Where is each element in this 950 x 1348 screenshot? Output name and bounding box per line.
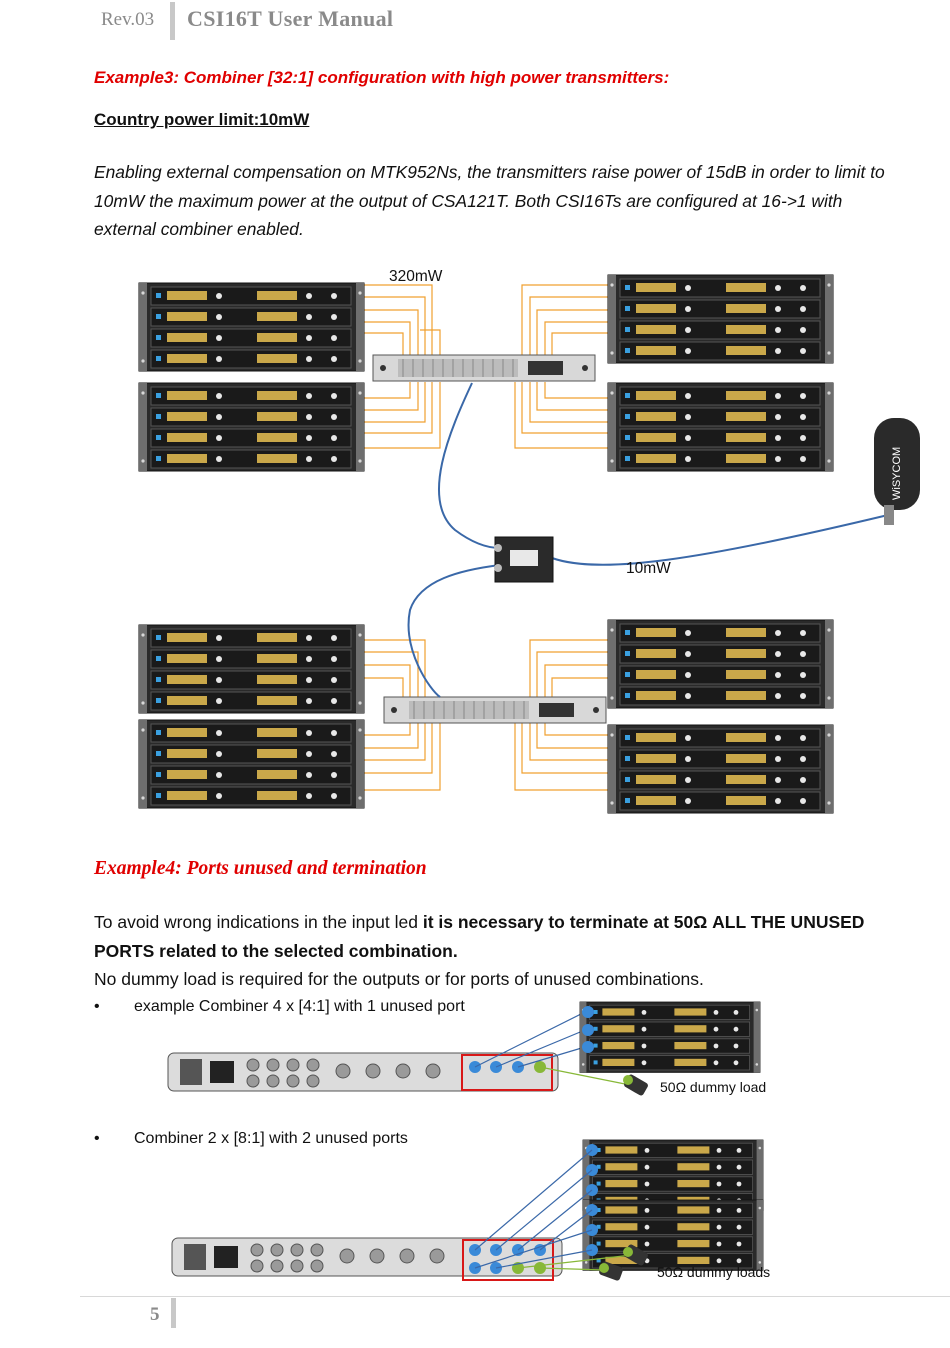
- receiver-rack: [138, 624, 365, 714]
- csi16t-combiner-lower: [383, 696, 607, 724]
- dummy-load-icon: [599, 1261, 623, 1281]
- receiver-rack: [607, 724, 834, 814]
- dummy-loads-label: 50Ω dummy loads: [657, 1264, 771, 1280]
- example4-body-lead: To avoid wrong indications in the input …: [94, 912, 423, 932]
- page-number: 5: [150, 1304, 160, 1325]
- orange-cables-upper: [362, 284, 608, 449]
- bullet-text: example Combiner 4 x [4:1] with 1 unused…: [134, 998, 465, 1015]
- example3-subheading: Country power limit:10mW: [94, 110, 310, 129]
- antenna-icon: [874, 418, 920, 525]
- dummy-load-label: 50Ω dummy load: [660, 1079, 767, 1095]
- receiver-rack: [138, 719, 365, 809]
- example4-figure-2: [171, 1139, 764, 1281]
- receiver-rack: [138, 282, 365, 372]
- orange-cables-lower: [362, 639, 608, 791]
- dummy-load-icon: [623, 1074, 648, 1096]
- antenna-brand: WiSYCOM: [891, 447, 903, 500]
- label-320mw: 320mW: [389, 268, 443, 285]
- receiver-rack: [607, 382, 834, 472]
- example3-heading: Example3: Combiner [32:1] configuration …: [94, 68, 670, 87]
- example4-body: To avoid wrong indications in the input …: [94, 908, 874, 994]
- example4-heading: Example4: Ports unused and termination: [94, 858, 427, 879]
- example4-body-bold: it is necessary to terminate at 50Ω ALL …: [94, 912, 865, 961]
- bullet-marker: •: [94, 998, 100, 1015]
- blue-cables: [407, 382, 889, 698]
- csi16t-combiner-upper: [372, 354, 596, 382]
- dummy-load-icon: [623, 1244, 648, 1266]
- unused-ports-highlight: [461, 1054, 553, 1091]
- header-title: CSI16T User Manual: [187, 6, 394, 31]
- example3-body: Enabling external compensation on MTK952…: [94, 162, 885, 239]
- receiver-rack: [607, 274, 834, 364]
- bullet-text: Combiner 2 x [8:1] with 2 unused ports: [134, 1130, 408, 1147]
- csa121t-splitter: [494, 536, 554, 583]
- label-10mw: 10mW: [626, 560, 671, 577]
- footer-divider: [171, 1298, 176, 1328]
- receiver-rack: [607, 619, 834, 709]
- example4-body-tail: No dummy load is required for the output…: [94, 969, 704, 989]
- bullet-marker: •: [94, 1130, 100, 1147]
- example4-figure-1: [167, 1001, 761, 1096]
- header-divider: [170, 2, 175, 40]
- receiver-rack: [138, 382, 365, 472]
- footer-rule: [80, 1296, 950, 1297]
- header-revision: Rev.03: [101, 9, 155, 30]
